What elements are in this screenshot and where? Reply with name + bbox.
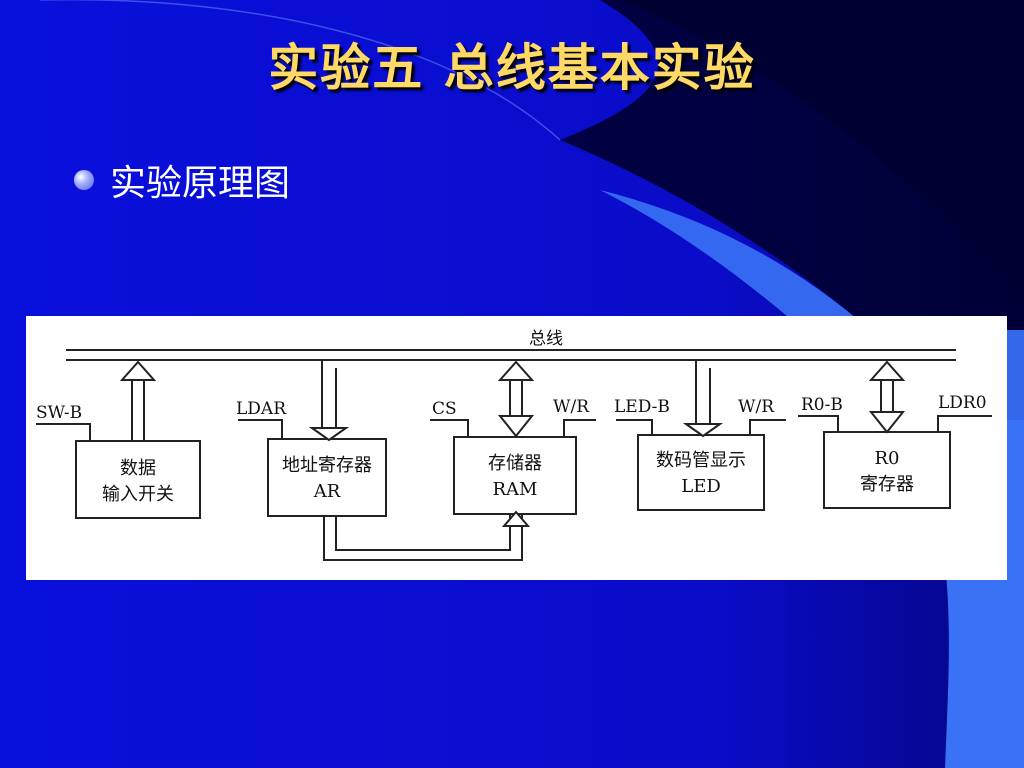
input-switch-box [75, 440, 201, 519]
signal-wr-led: W/R [738, 397, 775, 417]
r0-register-label-2: 寄存器 [860, 474, 914, 495]
memory-label-2: RAM [493, 479, 538, 500]
signal-sw-b: SW-B [36, 403, 82, 423]
bus-diagram: 总线 SW-B LDAR CS W/R LED-B W/R R0-B LDR0 … [26, 316, 1007, 580]
signal-ldar: LDAR [236, 399, 287, 419]
r0-register-label-1: R0 [874, 448, 899, 469]
led-display-label-2: LED [681, 476, 721, 497]
bullet-dot-icon [74, 170, 94, 190]
led-display-label-1: 数码管显示 [656, 450, 746, 471]
input-switch-label-2: 输入开关 [102, 484, 174, 505]
address-register-label-2: AR [313, 481, 341, 502]
input-switch-label-1: 数据 [120, 458, 156, 479]
bus-label: 总线 [529, 329, 563, 349]
signal-led-b: LED-B [614, 397, 670, 417]
slide-title: 实验五 总线基本实验 [268, 39, 756, 97]
bullet-text: 实验原理图 [110, 163, 291, 204]
signal-wr-ram: W/R [553, 397, 590, 417]
bullet-item: 实验原理图 [74, 150, 290, 210]
signal-cs: CS [432, 399, 457, 419]
memory-label-1: 存储器 [488, 453, 542, 474]
signal-ldr0: LDR0 [938, 393, 987, 413]
address-register-label-1: 地址寄存器 [282, 455, 372, 476]
signal-r0-b: R0-B [801, 395, 843, 415]
